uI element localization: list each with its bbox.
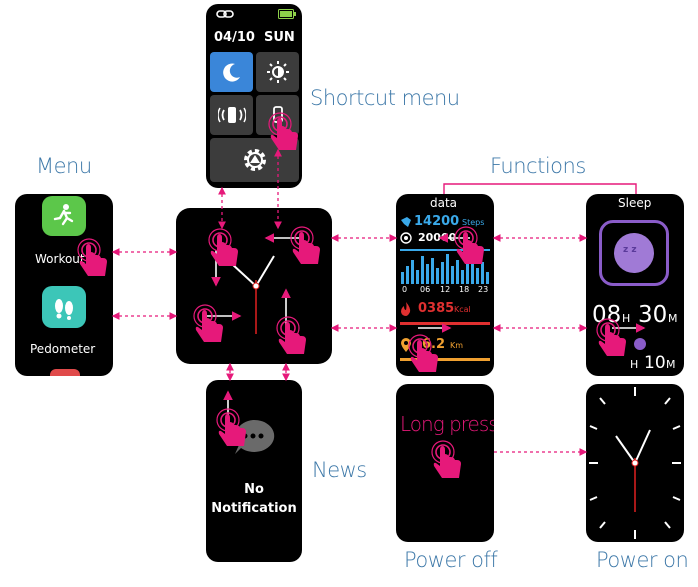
data-title: data (430, 196, 458, 210)
axis-tick-12: 12 (440, 285, 451, 294)
km-progress-bar (400, 358, 490, 361)
vibrate-tile[interactable] (210, 95, 253, 135)
sleep-moon-icon: z z (599, 220, 669, 286)
clock-hands (231, 255, 275, 334)
workout-label: Workout (35, 252, 85, 266)
location-icon (401, 338, 411, 352)
steps-unit: Steps (462, 218, 485, 227)
target-icon (400, 232, 412, 244)
sleep-hours-unit: H (622, 312, 631, 325)
shortcut-menu-screen[interactable]: 04/10 SUN (206, 4, 302, 188)
news-message-line1: No (244, 482, 264, 497)
link-icon (216, 10, 234, 18)
sleep-minutes-unit: M (668, 312, 678, 325)
axis-tick-18: 18 (459, 285, 470, 294)
menu-screen[interactable]: Workout Pedometer (15, 194, 113, 376)
tap-hand-icon (77, 238, 108, 277)
tap-hand-icon (454, 226, 485, 265)
deep-sleep-dot (634, 338, 646, 350)
power-on-screen[interactable] (586, 384, 684, 542)
moon-icon (222, 63, 240, 82)
tap-hand-icon (216, 408, 247, 447)
shortcut-date: 04/10 (214, 30, 255, 45)
tap-hand-icon (208, 228, 239, 267)
tap-hand-icon (276, 316, 307, 355)
brightness-icon (266, 61, 289, 83)
functions-label: Functions (490, 154, 586, 178)
axis-tick-0: 0 (402, 285, 408, 294)
sleep-sub-hours-unit: H (630, 358, 639, 371)
dnd-tile[interactable] (210, 52, 253, 92)
kcal-value: 0385 (418, 301, 455, 316)
km-value: 6.2 (422, 337, 446, 352)
tap-hand-icon (268, 112, 299, 151)
menu-label: Menu (36, 154, 92, 178)
axis-tick-23: 23 (478, 285, 489, 294)
sleep-sub-minutes: 10 (644, 353, 666, 373)
next-menu-item[interactable] (50, 369, 80, 376)
tap-hand-icon (193, 304, 224, 343)
battery-icon (278, 9, 296, 19)
tap-hand-icon (290, 226, 321, 265)
tap-hand-icon (596, 318, 627, 357)
shortcut-day: SUN (264, 30, 295, 45)
sleep-title: Sleep (618, 196, 652, 210)
news-screen[interactable]: No Notification (206, 380, 302, 562)
power-on-label: Power on (596, 548, 689, 572)
tap-hand-icon (431, 440, 462, 479)
tap-hand-icon (408, 334, 439, 373)
news-message-line2: Notification (211, 501, 297, 516)
pedometer-item[interactable]: Pedometer (15, 282, 113, 362)
steps-hourly-chart (401, 254, 489, 284)
steps-divider (400, 249, 490, 251)
steps-value: 14200 (414, 214, 460, 229)
kcal-unit: Kcal (454, 305, 471, 314)
workout-icon (42, 196, 86, 236)
axis-tick-06: 06 (420, 285, 431, 294)
sleep-sub-minutes-unit: M (666, 358, 676, 371)
vibrate-icon (217, 107, 246, 123)
settings-icon (243, 149, 266, 171)
pedometer-label: Pedometer (30, 342, 96, 356)
svg-text:z z: z z (623, 245, 637, 255)
pedometer-icon (42, 286, 86, 328)
long-press-text: Long press (400, 412, 494, 436)
steps-icon (401, 217, 411, 227)
settings-tile[interactable] (210, 138, 299, 182)
brightness-tile[interactable] (256, 52, 299, 92)
power-off-label: Power off (404, 548, 498, 572)
workout-item[interactable]: Workout (15, 194, 113, 274)
km-unit: Km (450, 341, 464, 350)
power-on-clock (589, 387, 681, 539)
flame-icon (401, 302, 411, 316)
news-label: News (312, 458, 367, 482)
shortcut-menu-label: Shortcut menu (310, 86, 460, 110)
